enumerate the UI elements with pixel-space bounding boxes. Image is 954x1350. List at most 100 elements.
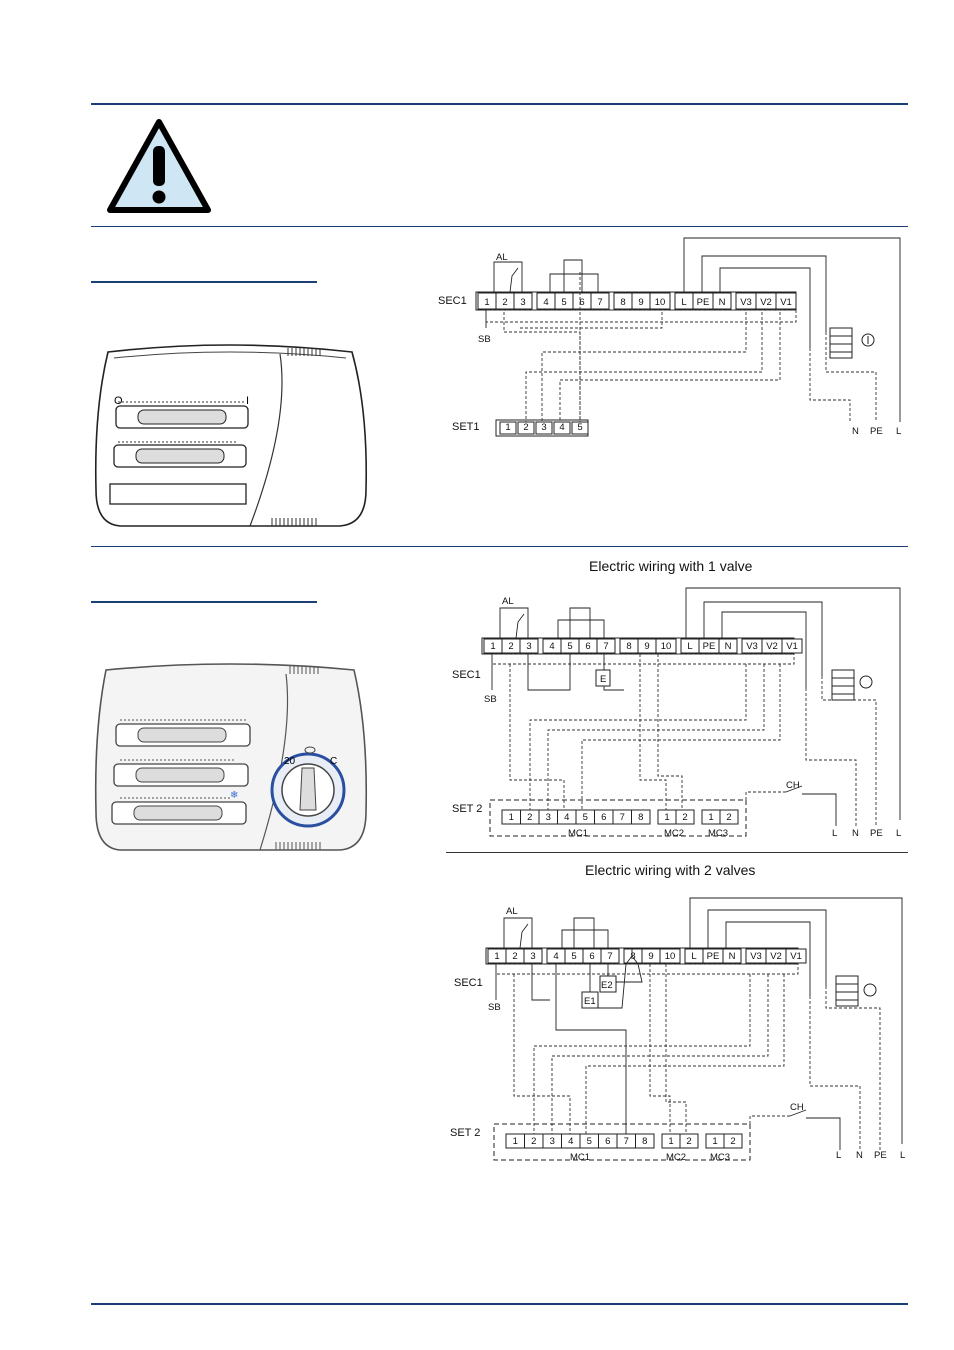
d2-terminal-0-2: 3 — [526, 641, 531, 652]
controller-device-2: ❄ 20 C — [94, 663, 368, 851]
d3-mc1-terminal-3: 4 — [568, 1136, 573, 1147]
mc1-label-2: MC1 — [568, 828, 588, 839]
footer-rule — [91, 1303, 908, 1305]
d3-mc3-terminal-0: 1 — [712, 1136, 717, 1147]
d1-terminal-2-0: 8 — [620, 297, 625, 308]
d3-terminal-0-0: 1 — [494, 951, 499, 962]
mc3-label-3: MC3 — [710, 1152, 730, 1163]
d1-terminal-2-2: 10 — [655, 297, 666, 308]
d3-mc3-terminal-1: 2 — [730, 1136, 735, 1147]
mains-n: N — [852, 828, 859, 839]
mains-l-a: L — [832, 828, 837, 839]
d1-terminal-2-1: 9 — [638, 297, 643, 308]
dial-unit: C — [330, 756, 337, 767]
d2-terminal-0-0: 1 — [490, 641, 495, 652]
d2-terminal-1-0: 4 — [549, 641, 554, 652]
alarm-label: AL — [496, 252, 508, 263]
d2-terminal-4-2: V1 — [786, 641, 798, 652]
d2-mc1-terminal-0: 1 — [509, 812, 514, 823]
d1-terminal-4-2-box — [775, 292, 797, 310]
svg-text:❄: ❄ — [230, 790, 238, 801]
sb-label-3: SB — [488, 1002, 501, 1013]
set2-label-2: SET 2 — [452, 803, 482, 815]
d1-terminal-3-2-box — [712, 292, 732, 310]
d1-terminal-1-2: 6 — [579, 297, 584, 308]
sb-label-2: SB — [484, 694, 497, 705]
motor-icon — [829, 327, 875, 359]
d2-mc2-terminal-1-box — [675, 809, 695, 825]
set1-terminal-1: 2 — [523, 422, 528, 433]
d3-mc3-terminal-1-box — [723, 1133, 743, 1149]
d2-terminal-1-1: 5 — [567, 641, 572, 652]
d2-terminal-3-1: PE — [703, 641, 716, 652]
short-rule-2 — [91, 601, 317, 603]
d2-mc3-terminal-1: 2 — [726, 812, 731, 823]
d2-terminal-2-0: 8 — [626, 641, 631, 652]
d1-terminal-3-0: L — [681, 297, 686, 308]
mains-pe: PE — [870, 828, 883, 839]
mc3-label-2: MC3 — [708, 828, 728, 839]
set1-terminal-3-box — [553, 421, 571, 435]
set1-terminal-2: 3 — [541, 422, 546, 433]
d3-terminal-3-1: PE — [707, 951, 720, 962]
d3-terminal-1-3-box — [600, 948, 620, 964]
d3-terminal-0-2: 3 — [530, 951, 535, 962]
d2-terminal-4-2-box — [781, 638, 803, 654]
d2-terminal-2-2: 10 — [661, 641, 672, 652]
mains-l-b: L — [900, 1150, 905, 1161]
set2-label-3: SET 2 — [450, 1127, 480, 1139]
d2-mc2-terminal-1: 2 — [682, 812, 687, 823]
d3-terminal-2-1: 9 — [648, 951, 653, 962]
d3-terminal-2-2-box — [659, 948, 681, 964]
d3-terminal-1-0: 4 — [553, 951, 558, 962]
sec1-label-3: SEC1 — [454, 977, 483, 989]
d1-terminal-1-0: 4 — [543, 297, 548, 308]
diagram3-title: Electric wiring with 2 valves — [585, 862, 756, 878]
svg-text:O: O — [114, 395, 123, 407]
d3-terminal-4-2-box — [785, 948, 807, 964]
d1-terminal-4-1: V2 — [760, 297, 772, 308]
d2-terminal-1-2: 6 — [585, 641, 590, 652]
d2-mc2-terminal-0: 1 — [664, 812, 669, 823]
d3-mc1-terminal-7: 8 — [642, 1136, 647, 1147]
d3-mc1-terminal-5: 6 — [605, 1136, 610, 1147]
d2-mc1-terminal-6: 7 — [620, 812, 625, 823]
d1-terminal-1-3: 7 — [597, 297, 602, 308]
d2-mc1-terminal-4: 5 — [583, 812, 588, 823]
mains-n: N — [852, 426, 859, 437]
d1-terminal-1-1: 5 — [561, 297, 566, 308]
d1-terminal-4-2: V1 — [780, 297, 792, 308]
d2-terminal-1-3-box — [596, 638, 616, 654]
d3-terminal-3-0: L — [691, 951, 696, 962]
diagram-separator — [446, 852, 908, 853]
mains-pe: PE — [874, 1150, 887, 1161]
section-rule-1 — [91, 226, 908, 227]
section-rule-2 — [91, 546, 908, 547]
ch-label-2: CH — [786, 780, 800, 791]
set1-terminal-3: 4 — [559, 422, 564, 433]
sb-label: SB — [478, 334, 491, 345]
d3-terminal-1-2: 6 — [589, 951, 594, 962]
d2-terminal-0-1: 2 — [508, 641, 513, 652]
d1-terminal-2-2-box — [649, 292, 671, 310]
d2-terminal-3-0: L — [687, 641, 692, 652]
d1-terminal-0-1: 2 — [502, 297, 507, 308]
mc2-label-3: MC2 — [666, 1152, 686, 1163]
d2-mc3-terminal-1-box — [719, 809, 739, 825]
d1-terminal-0-2-box — [513, 292, 533, 310]
d2-terminal-2-1: 9 — [644, 641, 649, 652]
svg-text:I: I — [246, 395, 249, 407]
d2-terminal-4-0: V3 — [746, 641, 758, 652]
alarm-label-2: AL — [502, 596, 514, 607]
d3-terminal-0-1: 2 — [512, 951, 517, 962]
ch-label-3: CH — [790, 1102, 804, 1113]
d1-terminal-3-2: N — [719, 297, 726, 308]
mc1-label-3: MC1 — [570, 1152, 590, 1163]
d2-mc1-terminal-5: 6 — [601, 812, 606, 823]
valve-label: E — [600, 674, 606, 685]
d2-terminal-3-2: N — [725, 641, 732, 652]
d1-terminal-1-3-box — [590, 292, 610, 310]
